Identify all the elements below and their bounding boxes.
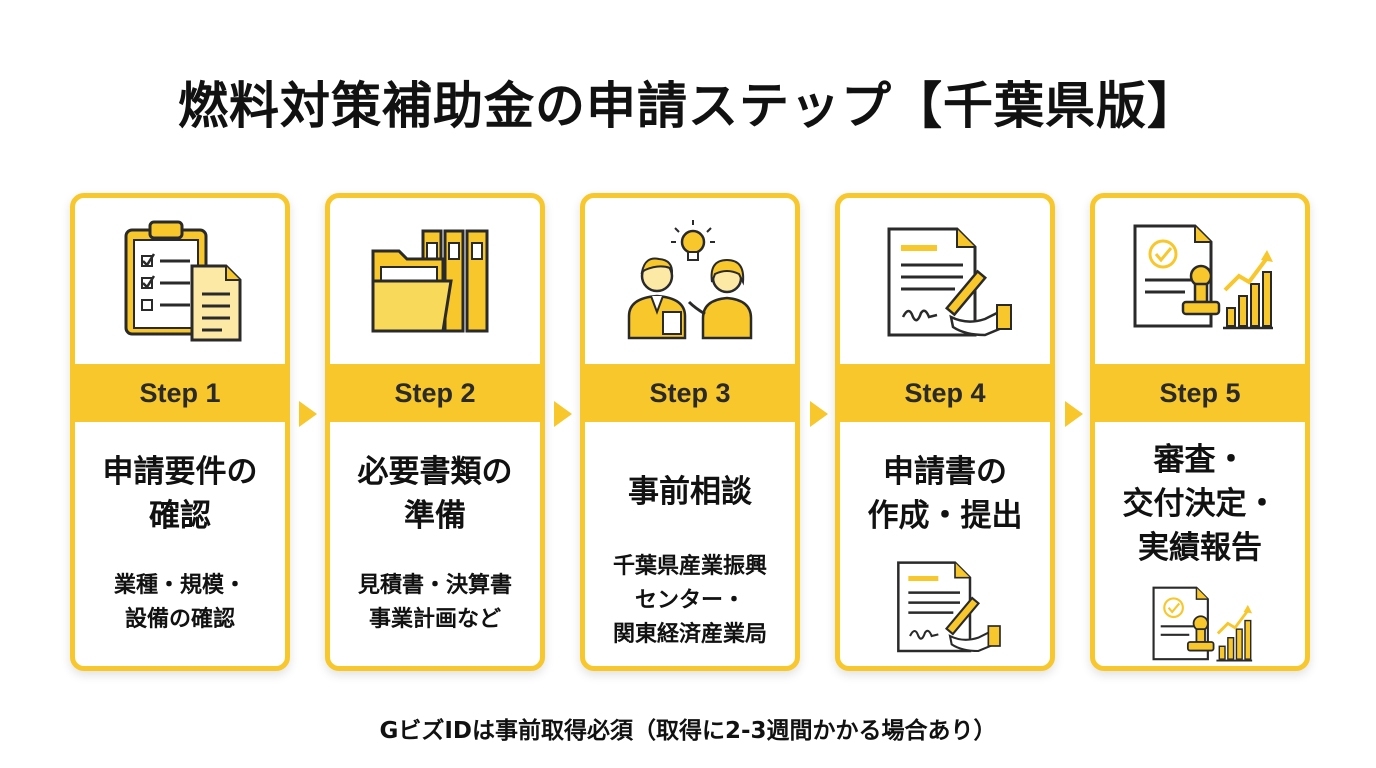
step-label: Step 5: [1159, 377, 1241, 408]
step-description-line: 関東経済産業局: [612, 622, 767, 647]
step-band-3: Step 3: [580, 364, 800, 422]
step-heading-line: 確認: [149, 498, 211, 534]
step-band-4: Step 4: [835, 364, 1055, 422]
step-heading-line: 作成・提出: [867, 498, 1023, 534]
step-description-line: 事業計画など: [368, 607, 501, 632]
step-card-5: Step 5 審査・ 交付決定・ 実績報告: [1090, 193, 1310, 671]
step-heading-line: 必要書類の: [357, 454, 513, 490]
step-label: Step 3: [649, 377, 731, 408]
approval-stamp-chart-icon: [1095, 198, 1305, 363]
page-title: 燃料対策補助金の申請ステップ【千葉県版】: [178, 77, 1198, 135]
step-card-4: Step 4 申請書の 作成・提出: [835, 193, 1055, 671]
arrow-right-icon: [554, 401, 572, 427]
step-label: Step 2: [394, 377, 476, 408]
step-label: Step 4: [904, 377, 986, 408]
clipboard-checklist-icon: [75, 198, 285, 363]
approval-stamp-chart-icon: [1095, 582, 1305, 662]
step-band-1: Step 1: [70, 364, 290, 422]
arrow-right-icon: [299, 401, 317, 427]
step-description-line: 業種・規模・: [113, 573, 246, 598]
step-description-line: 千葉県産業振興: [612, 554, 767, 579]
folder-binders-icon: [330, 198, 540, 363]
step-heading-line: 実績報告: [1138, 530, 1262, 566]
step-heading-line: 審査・: [1153, 442, 1247, 478]
step-heading-line: 事前相談: [628, 474, 752, 510]
step-card-2: Step 2 必要書類の 準備 見積書・決算書 事業計画など: [325, 193, 545, 671]
step-heading-line: 交付決定・: [1122, 486, 1278, 522]
step-band-2: Step 2: [325, 364, 545, 422]
arrow-right-icon: [810, 401, 828, 427]
document-signing-icon: [840, 198, 1050, 363]
footnote: GビズIDは事前取得必須（取得に2-3週間かかる場合あり）: [379, 718, 997, 744]
step-description-line: 設備の確認: [124, 607, 235, 632]
step-card-3: Step 3 事前相談 千葉県産業振興 センター・ 関東経済産業局: [580, 193, 800, 671]
step-card-1: Step 1 申請要件の 確認 業種・規模・ 設備の確認: [70, 193, 290, 671]
document-signing-icon: [840, 556, 1050, 656]
step-heading-line: 準備: [404, 498, 466, 534]
step-heading-line: 申請書の: [883, 454, 1007, 490]
step-description-line: 見積書・決算書: [357, 573, 512, 598]
consultation-people-icon: [585, 198, 795, 363]
step-description-line: センター・: [634, 588, 745, 613]
arrow-right-icon: [1065, 401, 1083, 427]
step-band-5: Step 5: [1090, 364, 1310, 422]
step-heading-line: 申請要件の: [102, 454, 258, 490]
step-label: Step 1: [139, 377, 221, 408]
